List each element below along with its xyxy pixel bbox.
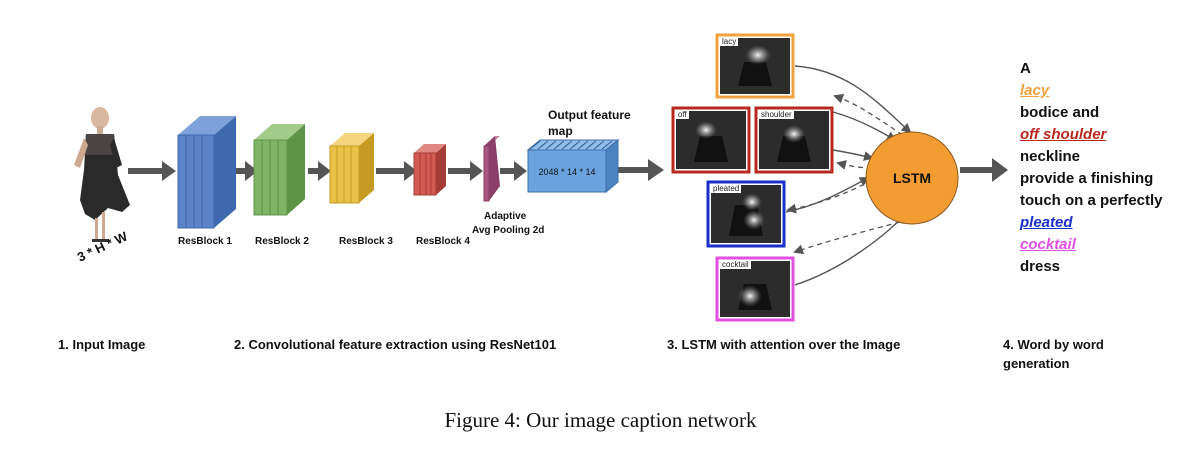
stage-4-title-line1: 4. Word by word bbox=[1003, 337, 1104, 352]
attention-label-cocktail: cocktail bbox=[720, 260, 751, 269]
resblock-2 bbox=[253, 124, 305, 216]
stage-3-title: 3. LSTM with attention over the Image bbox=[667, 337, 901, 352]
input-dress-image bbox=[74, 107, 130, 242]
resblock-4-label: ResBlock 4 bbox=[416, 236, 470, 247]
stage-4-title-line2: generation bbox=[1003, 356, 1070, 371]
feature-map-title-line2: map bbox=[548, 124, 573, 138]
lstm-label: LSTM bbox=[893, 170, 931, 186]
resblock-4 bbox=[413, 144, 446, 196]
caption-word-line: touch on a perfectly bbox=[1020, 192, 1163, 209]
resblock-3 bbox=[329, 133, 374, 204]
attention-frame-lacy bbox=[715, 33, 795, 99]
attention-label-off: off bbox=[676, 110, 689, 119]
resblock-3-label: ResBlock 3 bbox=[339, 236, 393, 247]
flow-arrows bbox=[128, 158, 1008, 182]
attention-label-shoulder: shoulder bbox=[759, 110, 794, 119]
attention-frame-cocktail bbox=[715, 256, 795, 322]
caption-word-line: provide a finishing bbox=[1020, 170, 1154, 187]
caption-word-line: neckline bbox=[1020, 148, 1081, 165]
resblock-1-label: ResBlock 1 bbox=[178, 236, 232, 247]
attention-label-lacy: lacy bbox=[720, 37, 739, 46]
figure-caption: Figure 4: Our image caption network bbox=[444, 408, 757, 432]
caption-word-line-highlight: cocktail bbox=[1020, 236, 1076, 253]
stage-2-title: 2. Convolutional feature extraction usin… bbox=[234, 337, 557, 352]
attention-frame-off bbox=[671, 106, 751, 174]
output-feature-map bbox=[526, 138, 620, 194]
resblock-2-label: ResBlock 2 bbox=[255, 236, 309, 247]
caption-word-line-highlight: off shoulder bbox=[1020, 126, 1107, 143]
attention-frame-shoulder bbox=[754, 106, 834, 174]
caption-word-line-highlight: lacy bbox=[1020, 82, 1050, 99]
adaptive-avg-pooling-layer bbox=[483, 136, 500, 202]
lstm-cell bbox=[865, 131, 959, 225]
attention-frame-pleated bbox=[706, 180, 786, 248]
caption-word-line: A bbox=[1020, 60, 1031, 77]
pooling-label-line2: Avg Pooling 2d bbox=[472, 225, 545, 236]
stage-1-title: 1. Input Image bbox=[58, 337, 146, 352]
feature-map-dims: 2048 * 14 * 14 bbox=[538, 167, 595, 177]
caption-word-line: dress bbox=[1020, 258, 1061, 275]
caption-word-line-highlight: pleated bbox=[1020, 214, 1073, 231]
caption-word-line: bodice and bbox=[1020, 104, 1100, 121]
feature-map-title-line1: Output feature bbox=[548, 108, 631, 122]
pooling-label-line1: Adaptive bbox=[484, 211, 527, 222]
attention-label-pleated: pleated bbox=[711, 184, 742, 193]
resblock-1 bbox=[177, 116, 236, 229]
